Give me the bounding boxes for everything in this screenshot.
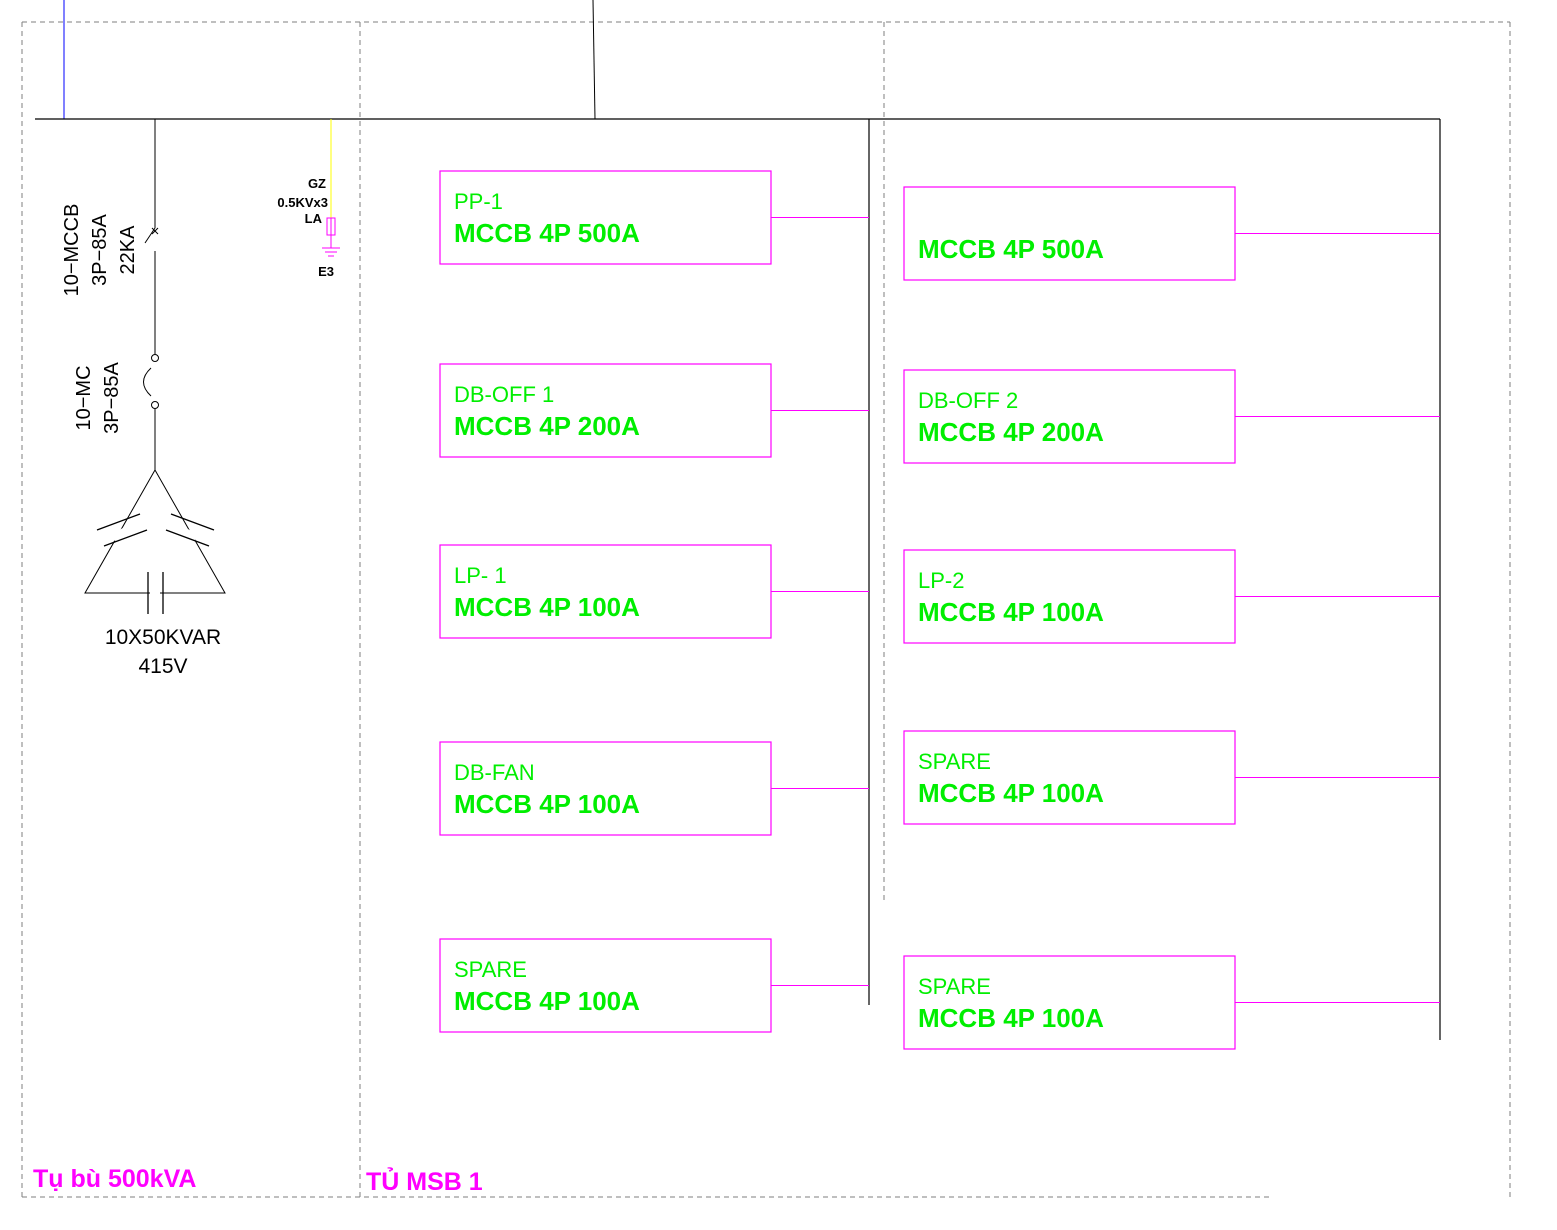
feeder-breaker-rating: MCCB 4P 200A xyxy=(454,411,640,441)
surge-arrester-icon xyxy=(322,217,340,257)
mccb-label-line-3: 22KA xyxy=(117,225,139,275)
capacitor-delta-triangle xyxy=(84,468,226,594)
feeder-right-2: DB-OFF 2 MCCB 4P 200A xyxy=(903,369,1440,464)
feeder-name: DB-OFF 1 xyxy=(454,382,554,407)
feeder-name: DB-FAN xyxy=(454,760,535,785)
la-label-rating: 0.5KVx3 xyxy=(277,195,328,210)
mccb-label-group: 10−MCCB 3P−85A 22KA xyxy=(61,204,139,297)
capacitor-icon xyxy=(96,513,215,614)
feeder-name: DB-OFF 2 xyxy=(918,388,1018,413)
surge-arrester-labels: GZ 0.5KVx3 LA E3 xyxy=(277,176,334,279)
capacitor-plates xyxy=(111,524,198,597)
contactor-top-terminal xyxy=(151,354,159,362)
contactor-label-line-2: 3P−85A xyxy=(101,361,123,433)
feeder-breaker-rating: MCCB 4P 100A xyxy=(454,986,640,1016)
feeder-breaker-rating: MCCB 4P 500A xyxy=(918,234,1104,264)
panel-frames xyxy=(21,21,1511,1198)
contactor-label-line-1: 10−MC xyxy=(73,365,95,430)
feeder-breaker-rating: MCCB 4P 100A xyxy=(918,1003,1104,1033)
feeder-breaker-rating: MCCB 4P 100A xyxy=(918,597,1104,627)
feeder-right-5: SPARE MCCB 4P 100A xyxy=(903,955,1440,1050)
section-label-msb: TỦ MSB 1 xyxy=(366,1166,483,1196)
feeder-left-2: DB-OFF 1 MCCB 4P 200A xyxy=(439,363,869,458)
capacitor-label-group: 10X50KVAR 415V xyxy=(105,626,221,678)
feeder-name: SPARE xyxy=(918,749,991,774)
feeder-name: SPARE xyxy=(454,957,527,982)
capacitor-branch xyxy=(84,119,226,594)
feeder-right-4: SPARE MCCB 4P 100A xyxy=(903,730,1440,825)
feeder-name: SPARE xyxy=(918,974,991,999)
feeder-breaker-rating: MCCB 4P 100A xyxy=(454,789,640,819)
la-label-earth: E3 xyxy=(318,264,334,279)
feeder-breaker-rating: MCCB 4P 200A xyxy=(918,417,1104,447)
feeder-breaker-rating: MCCB 4P 100A xyxy=(918,778,1104,808)
feeder-breaker-rating: MCCB 4P 500A xyxy=(454,218,640,248)
mccb-switch-blade xyxy=(144,227,156,244)
capacitor-rating: 10X50KVAR xyxy=(105,626,221,649)
la-label-gz: GZ xyxy=(308,176,326,191)
feeder-right-1: MCCB 4P 500A xyxy=(903,186,1440,281)
contactor-label-group: 10−MC 3P−85A xyxy=(73,361,123,433)
capacitor-voltage: 415V xyxy=(138,655,187,678)
mccb-trip-mark-b xyxy=(151,227,159,235)
section-label-capacitor-bank: Tụ bù 500kVA xyxy=(33,1165,196,1193)
contactor-arc xyxy=(143,367,152,397)
incoming-cable-main xyxy=(592,0,596,120)
feeder-left-5: SPARE MCCB 4P 100A xyxy=(439,938,869,1033)
feeder-name: LP- 1 xyxy=(454,563,507,588)
la-label-la: LA xyxy=(305,211,323,226)
mccb-label-line-1: 10−MCCB xyxy=(61,204,83,297)
mccb-label-line-2: 3P−85A xyxy=(89,213,111,285)
feeder-breaker-rating: MCCB 4P 100A xyxy=(454,592,640,622)
feeder-left-4: DB-FAN MCCB 4P 100A xyxy=(439,741,869,836)
contactor-bottom-terminal xyxy=(151,401,159,409)
feeder-left-3: LP- 1 MCCB 4P 100A xyxy=(439,544,869,639)
feeder-name: LP-2 xyxy=(918,568,964,593)
feeder-name: PP-1 xyxy=(454,189,503,214)
